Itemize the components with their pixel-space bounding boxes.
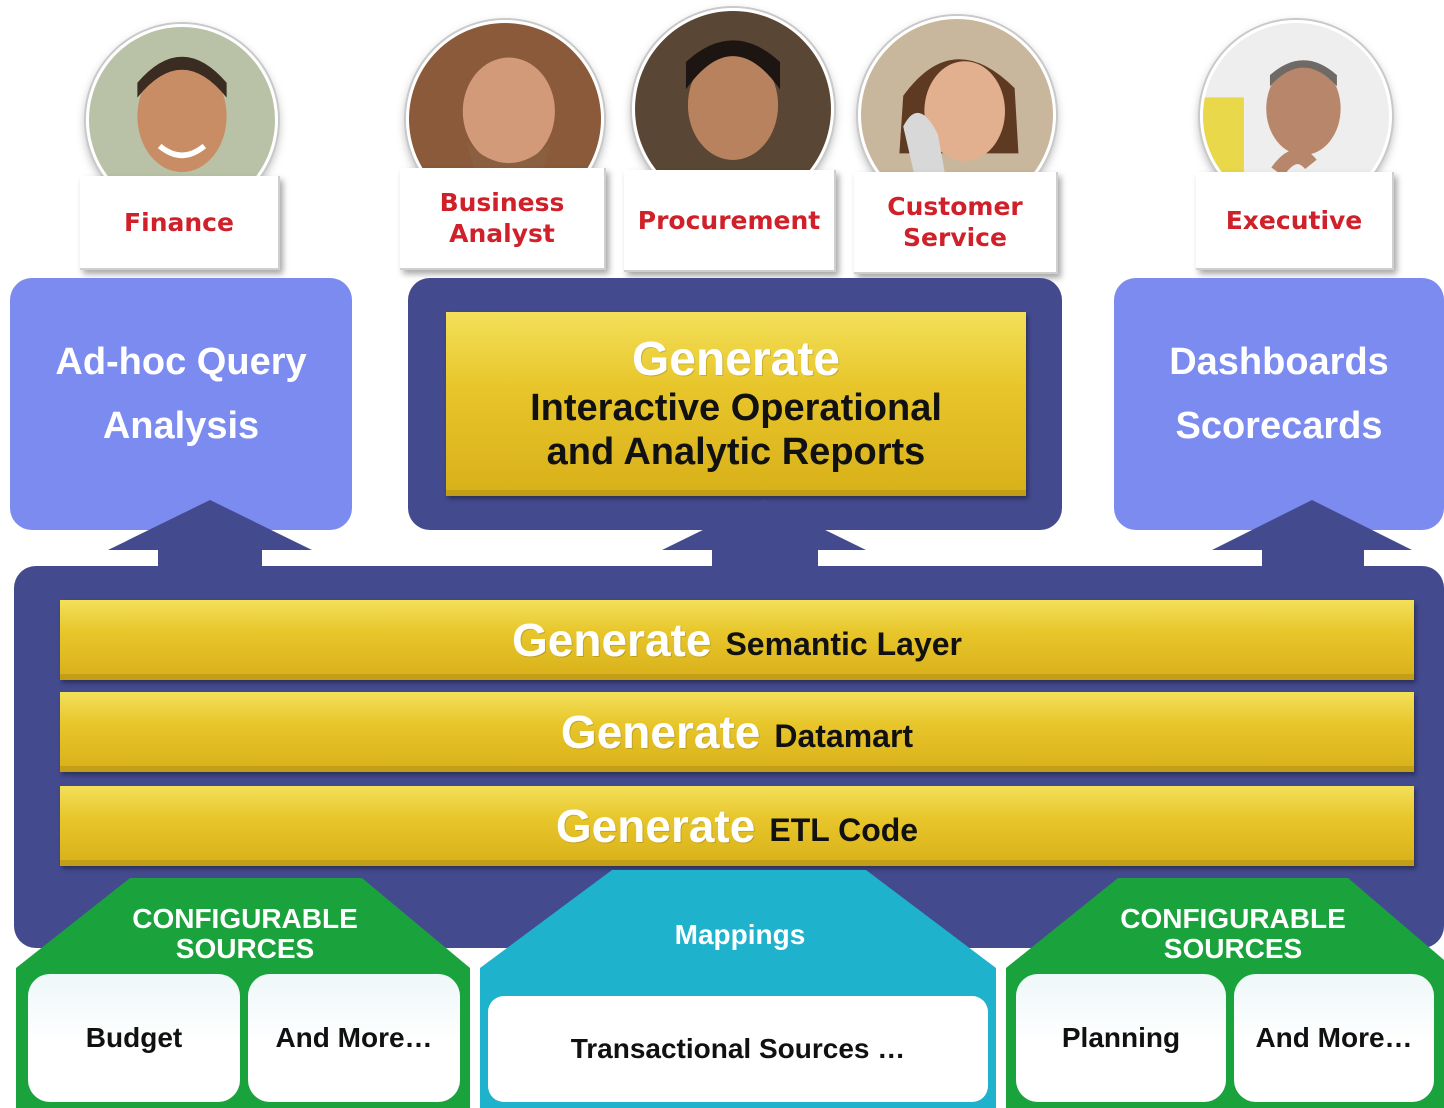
- arrow-right: [1212, 500, 1412, 580]
- layer-etl-generate: Generate: [555, 800, 756, 852]
- source-transactional: Transactional Sources …: [488, 996, 988, 1102]
- source-budget: Budget: [28, 974, 240, 1102]
- adhoc-line1: Ad-hoc Query: [55, 341, 307, 383]
- role-finance: Finance: [80, 176, 280, 270]
- layer-datamart: Generate Datamart: [60, 692, 1414, 772]
- role-procurement-label: Procurement: [637, 205, 821, 235]
- layer-semantic: Generate Semantic Layer: [60, 600, 1414, 680]
- reports-line1: Interactive Operational: [530, 387, 942, 429]
- reports-generate: Generate: [631, 333, 841, 386]
- layer-semantic-label: Semantic Layer: [725, 625, 962, 662]
- adhoc-query-box: Ad-hoc Query Analysis: [10, 278, 352, 530]
- right-source-title-line1: CONFIGURABLE: [1120, 903, 1346, 934]
- role-customer-service-label: Customer Service: [887, 192, 1023, 252]
- source-left-more: And More…: [248, 974, 460, 1102]
- right-source-title-line2: SOURCES: [1163, 933, 1303, 964]
- left-source-title-line2: SOURCES: [175, 933, 315, 964]
- role-business-analyst: Business Analyst: [400, 168, 606, 270]
- role-business-analyst-label: Business Analyst: [439, 188, 565, 248]
- adhoc-line2: Analysis: [102, 405, 260, 447]
- layer-etl-label: ETL Code: [769, 811, 919, 848]
- role-procurement: Procurement: [624, 170, 836, 272]
- reports-box: Generate Interactive Operational and Ana…: [446, 312, 1026, 496]
- dashboards-line2: Scorecards: [1175, 405, 1383, 447]
- layer-datamart-label: Datamart: [774, 717, 914, 754]
- left-source-title: CONFIGURABLE SOURCES: [100, 904, 390, 964]
- layer-etl: Generate ETL Code: [60, 786, 1414, 866]
- role-customer-service: Customer Service: [854, 172, 1058, 274]
- role-executive: Executive: [1196, 172, 1394, 270]
- source-planning: Planning: [1016, 974, 1226, 1102]
- layer-datamart-generate: Generate: [560, 706, 761, 758]
- role-finance-label: Finance: [124, 207, 234, 237]
- dashboards-line1: Dashboards: [1169, 341, 1389, 383]
- arrow-left: [108, 500, 312, 580]
- center-source-title: Mappings: [674, 919, 806, 950]
- reports-line2: and Analytic Reports: [546, 431, 926, 473]
- arrow-center: [662, 500, 866, 580]
- dashboards-box: Dashboards Scorecards: [1114, 278, 1444, 530]
- left-source-title-line1: CONFIGURABLE: [132, 903, 358, 934]
- right-source-title: CONFIGURABLE SOURCES: [1088, 904, 1378, 964]
- layer-semantic-generate: Generate: [512, 614, 712, 666]
- role-executive-label: Executive: [1225, 205, 1363, 235]
- source-right-more: And More…: [1234, 974, 1434, 1102]
